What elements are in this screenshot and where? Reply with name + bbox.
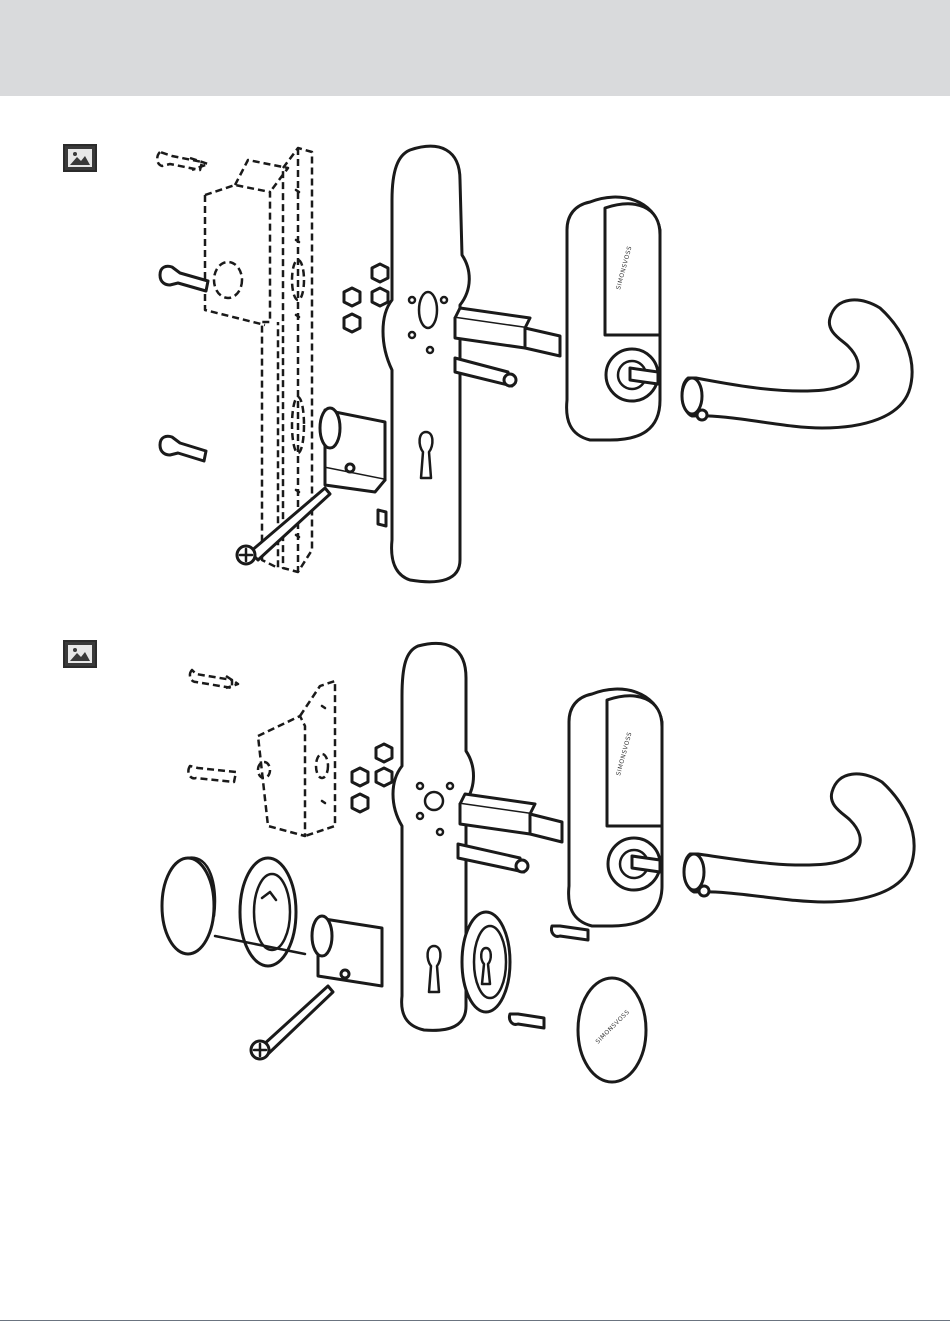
header-band [0,0,950,96]
long-screw [251,986,333,1059]
lever-handle [684,774,914,902]
rosette-cap-left [162,858,215,954]
lever-handle [682,300,912,428]
lock-cylinder [312,916,382,986]
rosette-base-right [462,912,510,1012]
footer-rule [0,1320,950,1321]
figure-2-exploded-assembly: SIMONSVOSS SIMONSVOSS [0,636,950,1086]
dashed-screw-top [190,670,238,688]
spindle-square [455,308,560,386]
dashed-lock-body [205,160,288,568]
dashed-screw-top [157,152,208,170]
fixing-nuts [344,264,388,332]
screws-right [509,926,588,1028]
spindle-square [458,794,562,872]
fixing-nuts [352,744,392,812]
screw-left-lower [160,436,206,461]
rosette-base-left [215,858,305,966]
electronic-lock-module: SIMONSVOSS [569,689,662,926]
electronic-lock-module: SIMONSVOSS [567,197,660,440]
rosette-cap-right: SIMONSVOSS [578,978,646,1082]
long-screw [237,488,330,564]
lock-cylinder [320,408,386,526]
dashed-screw-mid [188,766,236,782]
dashed-lock-body [258,681,335,836]
screw-left-upper [160,266,208,291]
figure-1-exploded-assembly: SIMONSVOSS [0,140,950,590]
